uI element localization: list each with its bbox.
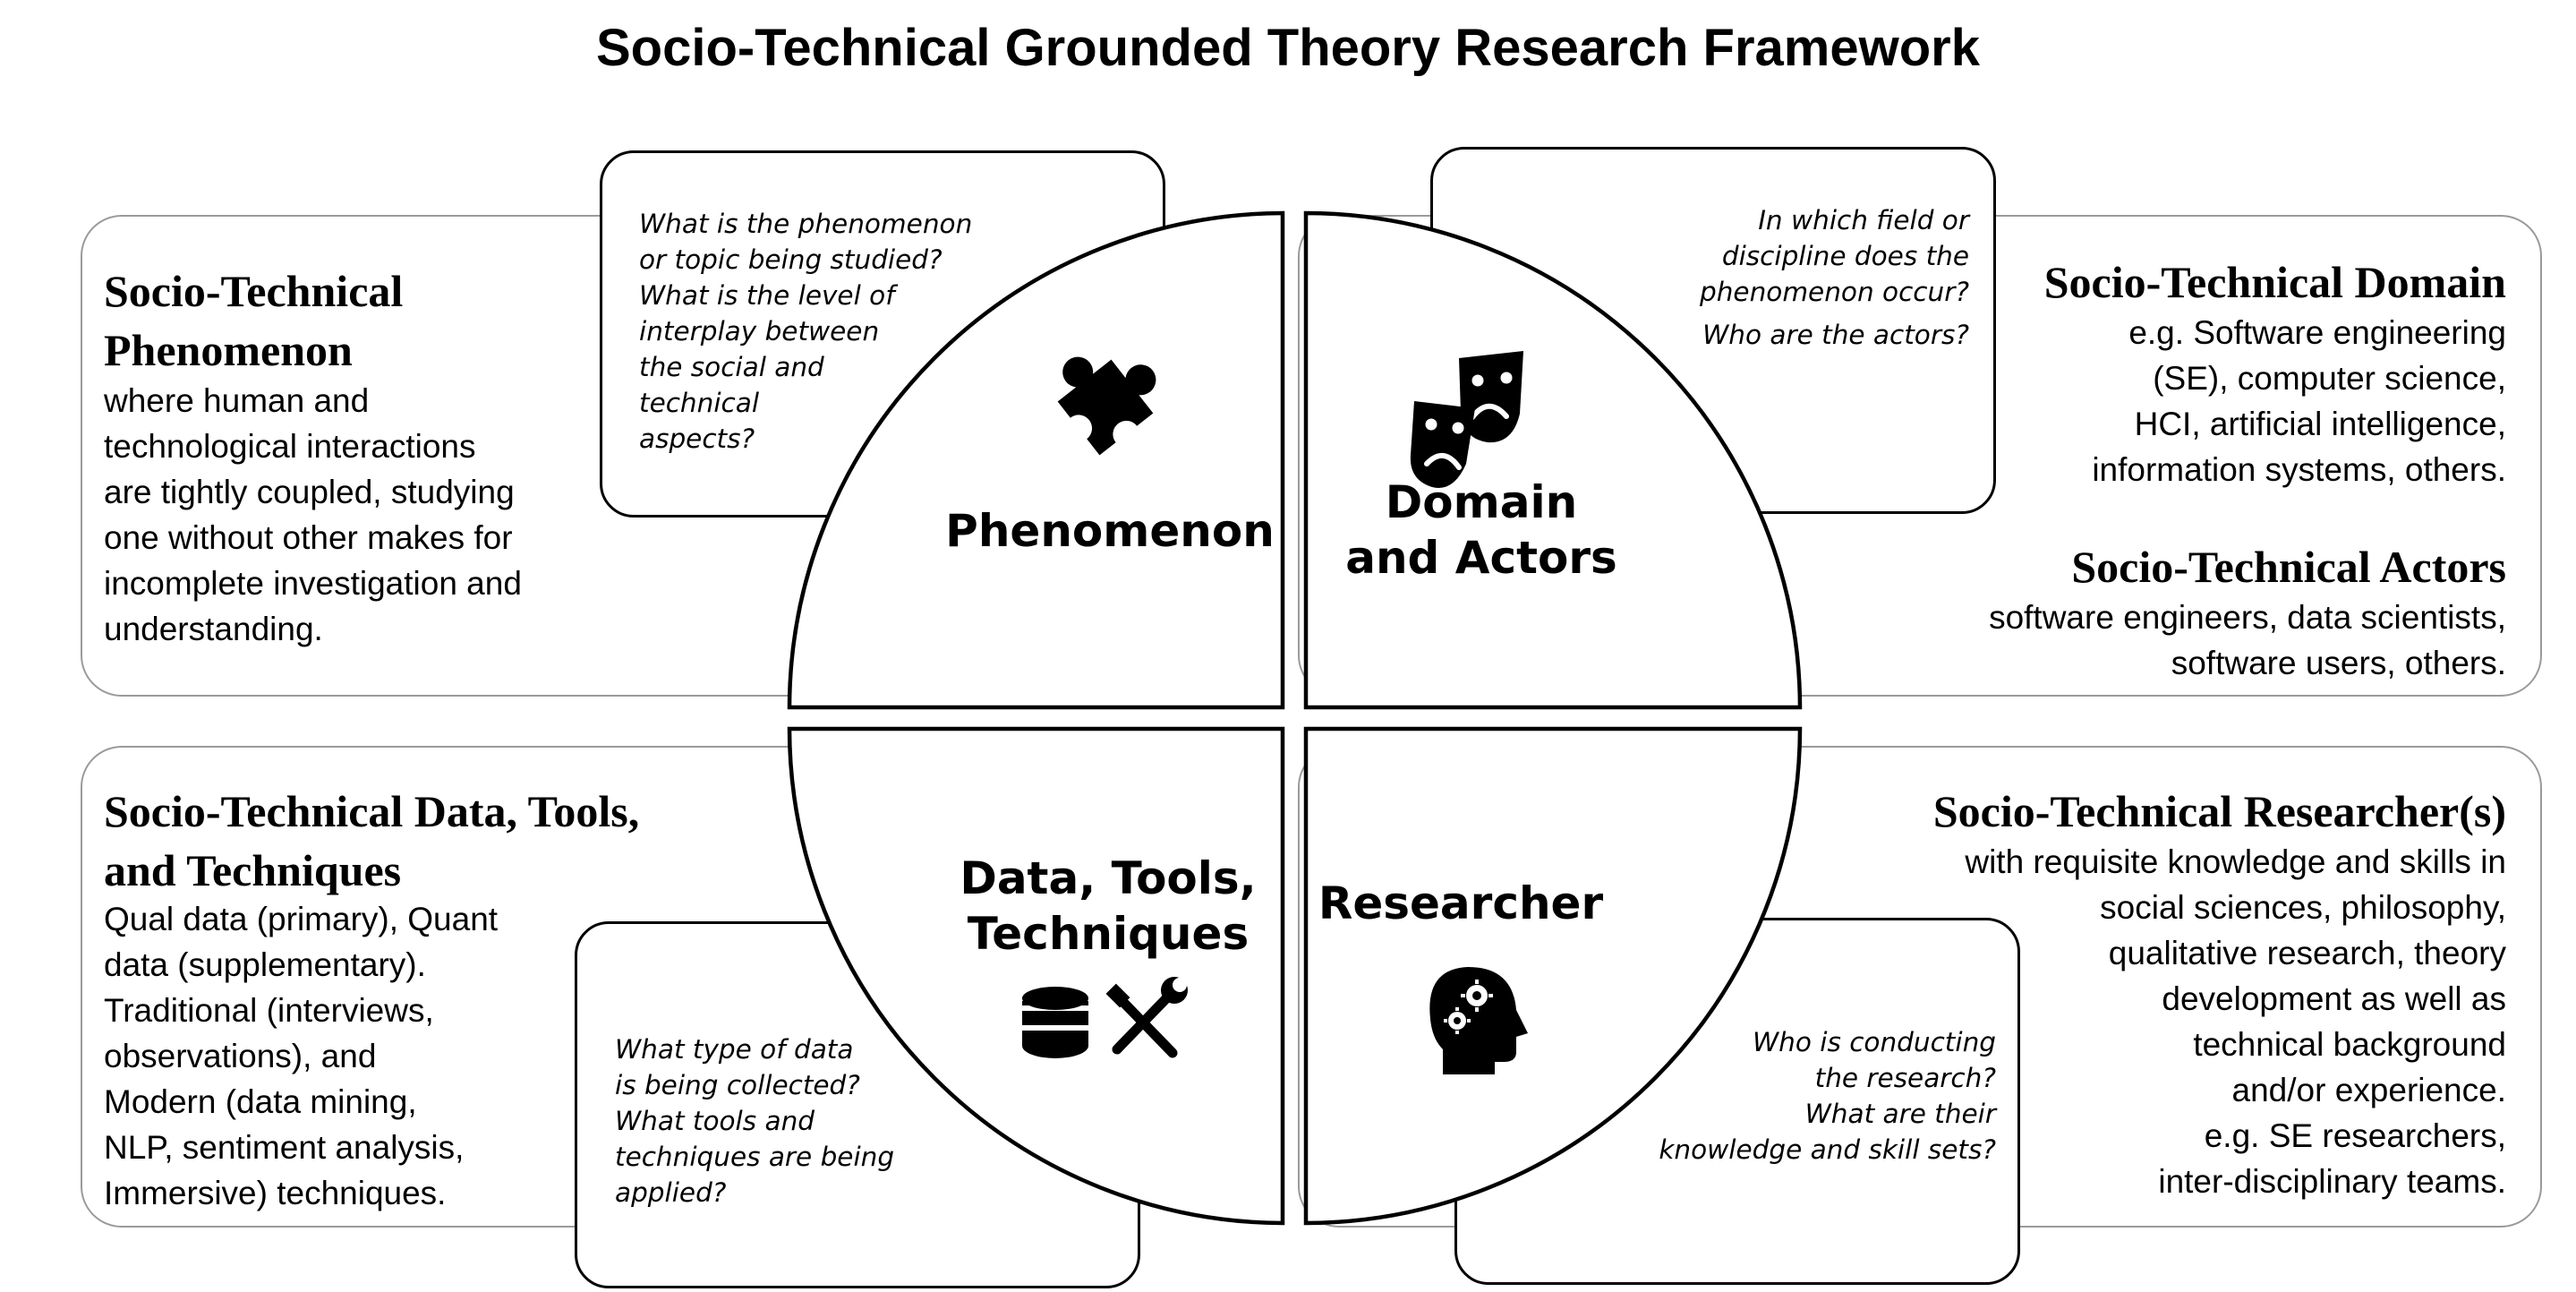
phenomenon-question-line: aspects?: [639, 424, 755, 454]
domain-question-line: discipline does the: [1721, 241, 1969, 271]
researcher-question-line: knowledge and skill sets?: [1659, 1134, 1996, 1165]
tools-icon: [1105, 977, 1188, 1058]
theater-masks-icon: [1410, 351, 1523, 488]
data-tools-description-line: observations), and: [104, 1038, 377, 1074]
phenomenon-description: where human and technological interactio…: [104, 378, 522, 652]
phenomenon-question-line: What is the phenomenon: [639, 209, 973, 239]
researcher-description-line: social sciences, philosophy,: [2100, 889, 2506, 926]
domain-heading: Socio-Technical Domain: [2043, 257, 2506, 307]
data-tools-description: Qual data (primary), Quant data (supplem…: [104, 896, 498, 1216]
phenomenon-label: Phenomenon: [945, 505, 1275, 557]
researcher-description-line: and/or experience.: [2231, 1072, 2506, 1108]
researcher-question-line: the research?: [1814, 1063, 1996, 1093]
researcher-description: with requisite knowledge and skills in s…: [1790, 839, 2506, 1204]
data-tools-question-line: applied?: [615, 1177, 727, 1208]
data-tools-question-line: techniques are being: [615, 1142, 895, 1172]
phenomenon-questions: What is the phenomenon or topic being st…: [639, 206, 972, 457]
researcher-description-line: e.g. SE researchers,: [2204, 1117, 2506, 1154]
data-tools-question-line: What tools and: [615, 1106, 815, 1136]
researcher-label: Researcher: [1318, 877, 1604, 929]
data-tools-quadrant: [787, 726, 1285, 1226]
phenomenon-heading-line1: Socio-Technical: [104, 266, 404, 316]
data-tools-description-line: data (supplementary).: [104, 946, 426, 983]
puzzle-piece-icon: [1057, 356, 1156, 456]
researcher-description-line: technical background: [2193, 1026, 2506, 1063]
actors-heading: Socio-Technical Actors: [2071, 542, 2506, 592]
researcher-questions: Who is conducting the research? What are…: [1611, 1024, 1996, 1168]
domain-actors-quadrant: [1303, 210, 1803, 710]
domain-description-line: HCI, artificial intelligence,: [2134, 406, 2506, 442]
domain-description: e.g. Software engineering (SE), computer…: [1951, 310, 2506, 492]
data-tools-question-line: What type of data: [615, 1034, 854, 1065]
domain-question-line: phenomenon occur?: [1700, 277, 1969, 307]
phenomenon-description-line: where human and: [104, 382, 370, 419]
researcher-question-line: What are their: [1804, 1099, 1996, 1129]
phenomenon-description-line: understanding.: [104, 611, 323, 647]
data-tools-description-line: Modern (data mining,: [104, 1083, 417, 1120]
phenomenon-question-line: or topic being studied?: [639, 244, 943, 275]
phenomenon-question-line: What is the level of: [639, 280, 895, 311]
domain-question-line: In which field or: [1758, 205, 1969, 235]
domain-description-line: e.g. Software engineering: [2128, 314, 2506, 351]
domain-actors-label-line2: and Actors: [1345, 532, 1617, 584]
data-tools-label-line2: Techniques: [968, 908, 1249, 960]
data-tools-heading: Socio-Technical Data, Tools, and Techniq…: [104, 782, 639, 900]
domain-description-line: information systems, others.: [2092, 451, 2506, 488]
data-tools-heading-line1: Socio-Technical Data, Tools,: [104, 786, 640, 836]
phenomenon-heading-line2: Phenomenon: [104, 325, 353, 375]
phenomenon-question-line: technical: [639, 388, 760, 418]
database-icon: [1022, 987, 1088, 1058]
researcher-description-line: with requisite knowledge and skills in: [1965, 843, 2506, 880]
actors-description: software engineers, data scientists, sof…: [1862, 595, 2506, 686]
actors-description-line: software engineers, data scientists,: [1989, 599, 2506, 636]
actors-question-line: Who are the actors?: [1702, 320, 1969, 350]
data-tools-description-line: NLP, sentiment analysis,: [104, 1129, 465, 1166]
researcher-description-line: qualitative research, theory: [2108, 935, 2506, 971]
domain-actors-questions: In which field or discipline does the ph…: [1557, 202, 1969, 353]
phenomenon-question-line: interplay between: [639, 316, 880, 347]
researcher-quadrant: [1303, 726, 1803, 1226]
phenomenon-question-line: the social and: [639, 352, 824, 382]
phenomenon-description-line: are tightly coupled, studying: [104, 474, 515, 510]
researcher-description-line: development as well as: [2162, 980, 2506, 1017]
head-gears-icon: [1429, 967, 1528, 1074]
researcher-question-line: Who is conducting: [1752, 1027, 1996, 1057]
data-tools-description-line: Qual data (primary), Quant: [104, 901, 499, 937]
data-tools-label-line1: Data, Tools,: [960, 852, 1256, 904]
phenomenon-description-line: one without other makes for: [104, 519, 513, 556]
domain-actors-label-line1: Domain: [1386, 476, 1577, 528]
data-tools-description-line: Traditional (interviews,: [104, 992, 434, 1029]
phenomenon-description-line: incomplete investigation and: [104, 565, 522, 602]
phenomenon-quadrant: [787, 210, 1285, 710]
researcher-description-line: inter-disciplinary teams.: [2158, 1163, 2506, 1200]
data-tools-question-line: is being collected?: [615, 1070, 860, 1100]
diagram-title: Socio-Technical Grounded Theory Research…: [595, 19, 1980, 77]
phenomenon-heading: Socio-Technical Phenomenon: [104, 261, 403, 380]
data-tools-questions: What type of data is being collected? Wh…: [615, 1031, 894, 1211]
researcher-heading: Socio-Technical Researcher(s): [1932, 786, 2506, 836]
domain-description-line: (SE), computer science,: [2153, 360, 2506, 397]
phenomenon-description-line: technological interactions: [104, 428, 476, 465]
actors-description-line: software users, others.: [2171, 645, 2506, 681]
data-tools-description-line: Immersive) techniques.: [104, 1175, 447, 1211]
data-tools-heading-line2: and Techniques: [104, 845, 402, 895]
